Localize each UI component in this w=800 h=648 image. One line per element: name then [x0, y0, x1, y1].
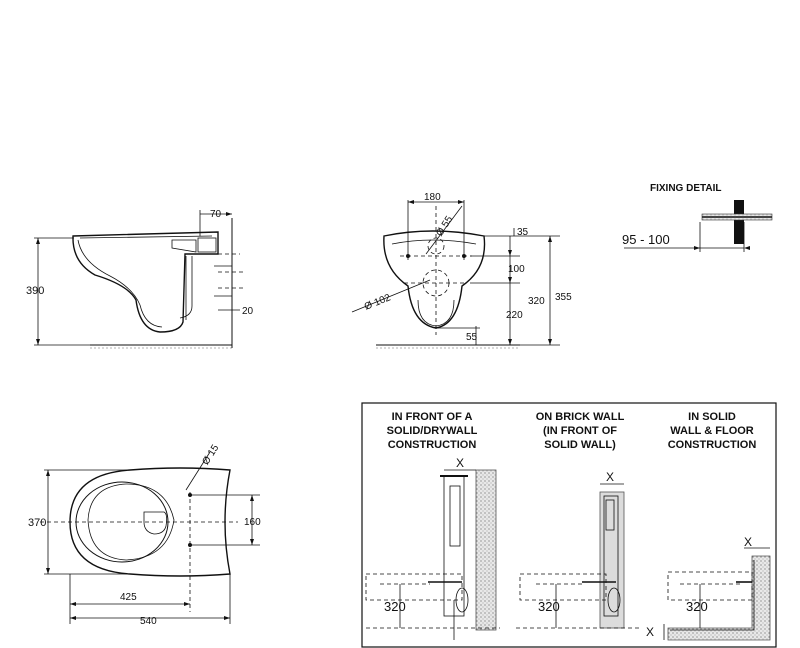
- col3-height-label: 320: [686, 599, 708, 614]
- side-dim-top: 70: [210, 209, 222, 220]
- top-dim-540: 540: [140, 616, 157, 627]
- fixing-detail-range: 95 - 100: [622, 232, 670, 247]
- front-dim-diameter-102: Ø 102: [363, 292, 393, 313]
- front-dim-320: 320: [528, 296, 545, 307]
- installation-panel: IN FRONT OF A SOLID/DRYWALL CONSTRUCTION…: [361, 402, 777, 648]
- front-dim-220: 220: [506, 310, 523, 321]
- top-view: Ø 15 370 160 425 540: [28, 443, 261, 627]
- top-dim-diameter-15: Ø 15: [200, 443, 221, 468]
- col3-title-line3: CONSTRUCTION: [668, 439, 757, 451]
- col3-x-label: X: [744, 535, 752, 549]
- front-dim-55: 55: [466, 332, 478, 343]
- col3-title-line2: WALL & FLOOR: [670, 425, 754, 437]
- col3-x-floor-label: X: [646, 625, 654, 639]
- install-col-2: ON BRICK WALL (IN FRONT OF SOLID WALL) X…: [516, 411, 640, 629]
- col1-title-line3: CONSTRUCTION: [388, 439, 477, 451]
- col2-x-label: X: [606, 470, 614, 484]
- side-dim-height: 390: [26, 285, 44, 297]
- front-dim-diameter-55: Ø 55: [434, 214, 455, 239]
- col1-title-line2: SOLID/DRYWALL: [387, 425, 478, 437]
- top-dim-370: 370: [28, 517, 46, 529]
- fixing-detail-title: FIXING DETAIL: [650, 183, 721, 194]
- col2-title-line2: (IN FRONT OF: [543, 425, 617, 437]
- col2-title-line3: SOLID WALL): [544, 439, 616, 451]
- col2-height-label: 320: [538, 599, 560, 614]
- install-col-3: IN SOLID WALL & FLOOR CONSTRUCTION X X 3…: [646, 411, 771, 641]
- front-dim-355: 355: [555, 292, 572, 303]
- fixing-detail: FIXING DETAIL 95 - 100: [622, 183, 773, 252]
- col1-height-label: 320: [384, 599, 406, 614]
- col1-x-label: X: [456, 456, 464, 470]
- col2-title-line1: ON BRICK WALL: [536, 411, 625, 423]
- front-dim-width: 180: [424, 192, 441, 203]
- front-dim-100: 100: [508, 264, 525, 275]
- top-dim-425: 425: [120, 592, 137, 603]
- install-col-1: IN FRONT OF A SOLID/DRYWALL CONSTRUCTION…: [365, 411, 500, 640]
- side-dim-bottom: 20: [242, 306, 254, 317]
- side-view: 390 70 20: [26, 209, 254, 349]
- col3-title-line1: IN SOLID: [688, 411, 736, 423]
- top-dim-160: 160: [244, 517, 261, 528]
- front-dim-35: 35: [517, 227, 529, 238]
- col1-title-line1: IN FRONT OF A: [392, 411, 473, 423]
- front-view: 180 Ø 55 Ø 102 35 100 320 355 220 55: [351, 192, 572, 349]
